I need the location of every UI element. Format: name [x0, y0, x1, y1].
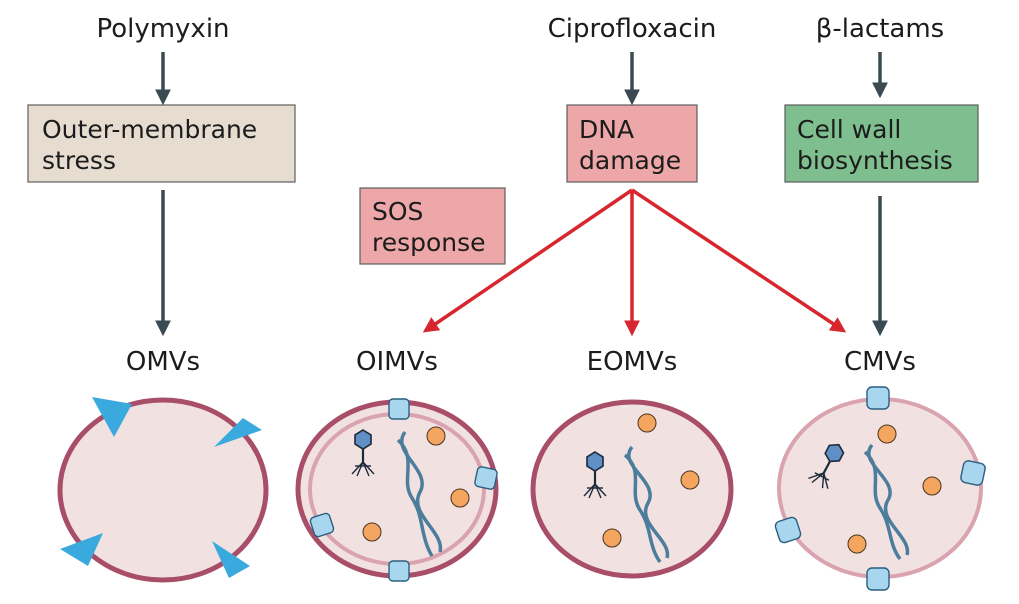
- outer-membrane-protein-icon: [212, 541, 250, 578]
- dna-strand-icon: [863, 450, 902, 561]
- outer-membrane-stress-box: Outer-membrane stress: [27, 104, 296, 183]
- protein-icon: [602, 528, 622, 548]
- cell-wall-biosynthesis-box: Cell wall biosynthesis: [784, 104, 979, 183]
- sos-response-box: SOS response: [359, 187, 506, 265]
- protein-icon: [637, 413, 657, 433]
- protein-icon: [922, 476, 942, 496]
- protein-icon: [680, 470, 700, 490]
- dna-damage-line2: damage: [579, 146, 681, 175]
- membrane-protein-icon: [866, 567, 890, 591]
- membrane-protein-icon: [388, 398, 410, 420]
- polymyxin-label: Polymyxin: [96, 14, 229, 44]
- protein-icon: [847, 534, 867, 554]
- dna-damage-box: DNA damage: [566, 104, 698, 183]
- dna-damage-line1: DNA: [579, 115, 634, 144]
- omvs-label: OMVs: [126, 347, 200, 377]
- omv-vesicle: [57, 397, 269, 583]
- membrane-protein-icon: [388, 560, 410, 582]
- protein-icon: [450, 488, 470, 508]
- oimv-vesicle: [295, 398, 499, 582]
- oimvs-label: OIMVs: [356, 347, 438, 377]
- membrane-protein-icon: [474, 466, 498, 490]
- outer-membrane-protein-icon: [60, 533, 103, 566]
- cell-wall-biosynthesis-line2: biosynthesis: [797, 146, 953, 175]
- beta-lactams-label: β-lactams: [816, 14, 944, 44]
- outer-membrane-stress-line1: Outer-membrane: [42, 115, 257, 144]
- dna-strand-icon: [396, 438, 434, 557]
- sos-response-line1: SOS: [372, 197, 423, 226]
- outer-membrane-stress-line2: stress: [42, 146, 116, 175]
- ciprofloxacin-label: Ciprofloxacin: [548, 14, 717, 44]
- membrane-protein-icon: [309, 512, 335, 538]
- arrow-dna-to-oimvs: [422, 188, 633, 333]
- protein-icon: [362, 522, 382, 542]
- eomvs-label: EOMVs: [587, 347, 678, 377]
- protein-icon: [426, 426, 446, 446]
- membrane-protein-icon: [866, 386, 890, 410]
- membrane-protein-icon: [774, 516, 802, 544]
- arrow-dna-to-cmvs: [631, 188, 847, 333]
- cmvs-label: CMVs: [844, 347, 916, 377]
- outer-membrane-protein-icon: [214, 418, 262, 447]
- outer-membrane-protein-icon: [92, 397, 132, 437]
- cell-wall-biosynthesis-line1: Cell wall: [797, 115, 901, 144]
- cmv-vesicle: [774, 386, 986, 591]
- sos-response-line2: response: [372, 228, 486, 257]
- eomv-vesicle: [530, 399, 734, 579]
- protein-icon: [877, 424, 897, 444]
- membrane-protein-icon: [960, 460, 986, 486]
- dna-strand-icon: [623, 453, 662, 564]
